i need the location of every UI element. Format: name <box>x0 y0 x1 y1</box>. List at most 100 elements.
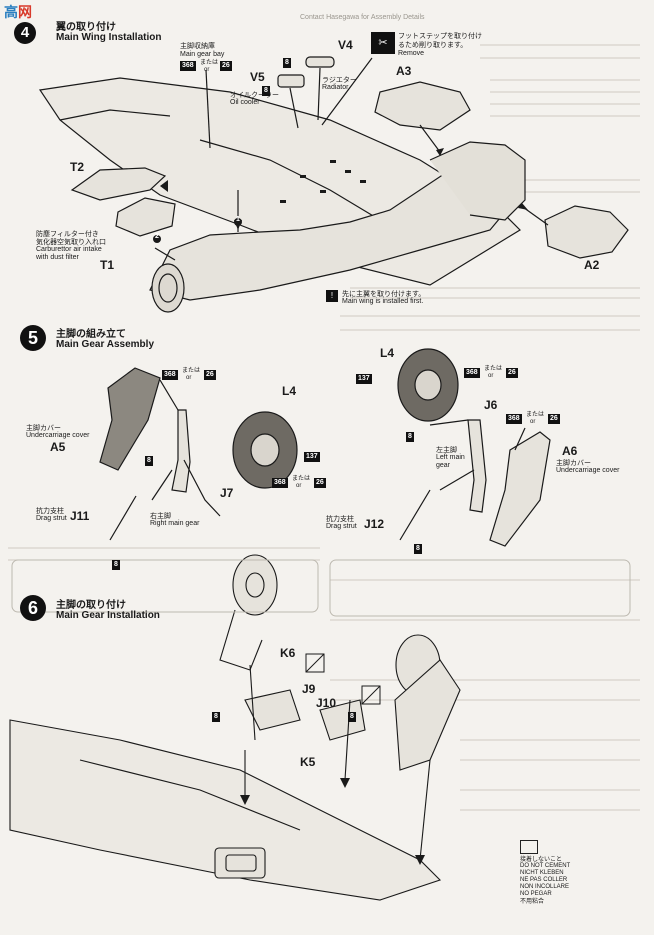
paint-code-badge: 8 <box>145 456 153 466</box>
paint-code-badge: 368 <box>506 414 522 424</box>
part-label-j12: J12 <box>364 517 385 531</box>
paint-code-badge: 8 <box>406 432 414 442</box>
part-label-k5: K5 <box>300 755 316 769</box>
step-4-title-jp: 翼の取り付け <box>56 22 116 33</box>
paint-code-badge: 8 <box>414 544 422 554</box>
cover2-jp: 主脚カバー <box>556 459 591 467</box>
remove-note-jp-2: るため削り取ります。 <box>398 41 468 49</box>
main-gear-bay-jp: 主脚収納庫 <box>180 42 215 50</box>
no-cement-jp: 接着しないこと <box>520 856 563 863</box>
or-jp: または <box>292 475 311 482</box>
cover-en: Undercarriage cover <box>26 432 90 439</box>
paint-code-badge: 26 <box>506 368 518 378</box>
part-label-j9: J9 <box>302 682 316 696</box>
right-gear-en: Right main gear <box>150 520 200 527</box>
part-label-l4-right: L4 <box>282 384 297 398</box>
filter-en-1: Carburettor air intake <box>36 246 102 253</box>
step-4-number: 4 <box>14 22 36 44</box>
paint-code-badge: 368 <box>162 370 178 380</box>
paint-code-badge: 8 <box>283 58 291 68</box>
remove-note-en: Remove <box>398 50 425 57</box>
radiator-en: Radiator <box>322 84 349 91</box>
drag-strut-en: Drag strut <box>36 515 67 522</box>
note-icon: ! <box>326 290 338 302</box>
main-gear-bay-en: Main gear bay <box>180 51 225 58</box>
no-cement-en: DO NOT CEMENT <box>520 863 571 869</box>
paint-code-badge: 137 <box>356 374 372 384</box>
no-cement-it: NON INCOLLARE <box>520 884 570 890</box>
cover-jp: 主脚カバー <box>26 424 61 432</box>
filter-jp-1: 防塵フィルター付き <box>36 230 99 238</box>
step-4-title-en: Main Wing Installation <box>56 32 162 43</box>
part-label-a6: A6 <box>562 444 578 458</box>
no-cement-icon <box>520 840 538 854</box>
remove-note-jp-1: フットステップを取り付け <box>398 32 482 40</box>
oil-cooler-jp: オイルクーラー <box>230 91 279 99</box>
paint-code-badge: 368 <box>464 368 480 378</box>
step-6-title-jp: 主脚の取り付け <box>56 600 126 611</box>
part-label-v4: V4 <box>338 38 353 52</box>
filter-en-2: with dust filter <box>36 254 79 261</box>
paint-code-badge: 137 <box>304 452 320 462</box>
no-cement-notice: 接着しないこと DO NOT CEMENT NICHT KLEBEN NE PA… <box>520 840 598 924</box>
part-label-a2: A2 <box>584 258 600 272</box>
remove-icon: ✂ <box>371 32 395 54</box>
part-label-a3: A3 <box>396 64 412 78</box>
or-en: or <box>488 373 494 379</box>
paint-code-badge: 8 <box>348 712 356 722</box>
or-en: or <box>186 375 192 381</box>
wing-installed-first-jp: 先に主翼を取り付けます。 <box>342 290 426 298</box>
part-label-k6: K6 <box>280 646 296 660</box>
or-jp: または <box>526 411 545 418</box>
logo-part-1: 高 <box>4 5 18 21</box>
paint-code-badge: 368 <box>180 61 196 71</box>
drag-strut-2-en: Drag strut <box>326 523 357 530</box>
left-gear-jp: 左主脚 <box>436 446 457 454</box>
no-cement-zh: 不用粘合 <box>520 898 545 905</box>
cover2-en: Undercarriage cover <box>556 467 620 474</box>
watermark-logo: 高网 <box>4 2 32 22</box>
drag-strut-2-jp: 抗力支柱 <box>326 515 354 523</box>
step-marker-2: 2 <box>155 233 159 240</box>
or-jp: または <box>182 367 201 374</box>
part-label-t2: T2 <box>70 160 85 174</box>
drag-strut-jp: 抗力支柱 <box>36 507 64 515</box>
wing-installed-first-en: Main wing is installed first. <box>342 298 424 305</box>
logo-part-2: 网 <box>18 5 32 21</box>
part-label-t1: T1 <box>100 258 115 272</box>
paint-code-badge: 368 <box>272 478 288 488</box>
or-en: or <box>296 483 302 489</box>
step-6-number: 6 <box>20 595 46 621</box>
step-marker-1: 1 <box>236 216 240 223</box>
part-label-j7: J7 <box>220 486 234 500</box>
paint-code-badge: 26 <box>548 414 560 424</box>
or-en: or <box>204 67 210 73</box>
step-5-number: 5 <box>20 325 46 351</box>
no-cement-de: NICHT KLEBEN <box>520 870 564 876</box>
paint-code-badge: 8 <box>112 560 120 570</box>
part-label-v5: V5 <box>250 70 265 84</box>
part-label-j10: J10 <box>316 696 337 710</box>
step-6-title-en: Main Gear Installation <box>56 610 160 621</box>
right-gear-jp: 右主脚 <box>150 512 171 520</box>
step-5-title-en: Main Gear Assembly <box>56 339 155 350</box>
oil-cooler-en: Oil cooler <box>230 99 260 106</box>
filter-jp-2: 気化器空気取り入れ口 <box>36 238 106 246</box>
part-label-l4-left: L4 <box>380 346 395 360</box>
paint-code-badge: 26 <box>220 61 232 71</box>
header-faint-text: Contact Hasegawa for Assembly Details <box>300 14 425 21</box>
paint-code-badge: 26 <box>314 478 326 488</box>
radiator-jp: ラジエター <box>322 76 357 84</box>
left-gear-en-2: gear <box>436 462 451 469</box>
or-en: or <box>530 419 536 425</box>
no-cement-fr: NE PAS COLLER <box>520 877 568 883</box>
paint-code-badge: 8 <box>212 712 220 722</box>
paint-code-badge: 26 <box>204 370 216 380</box>
part-label-j6: J6 <box>484 398 498 412</box>
or-jp: または <box>484 365 503 372</box>
no-cement-es: NO PEGAR <box>520 891 552 897</box>
left-gear-en-1: Left main <box>436 454 465 461</box>
part-label-j11: J11 <box>70 509 90 523</box>
